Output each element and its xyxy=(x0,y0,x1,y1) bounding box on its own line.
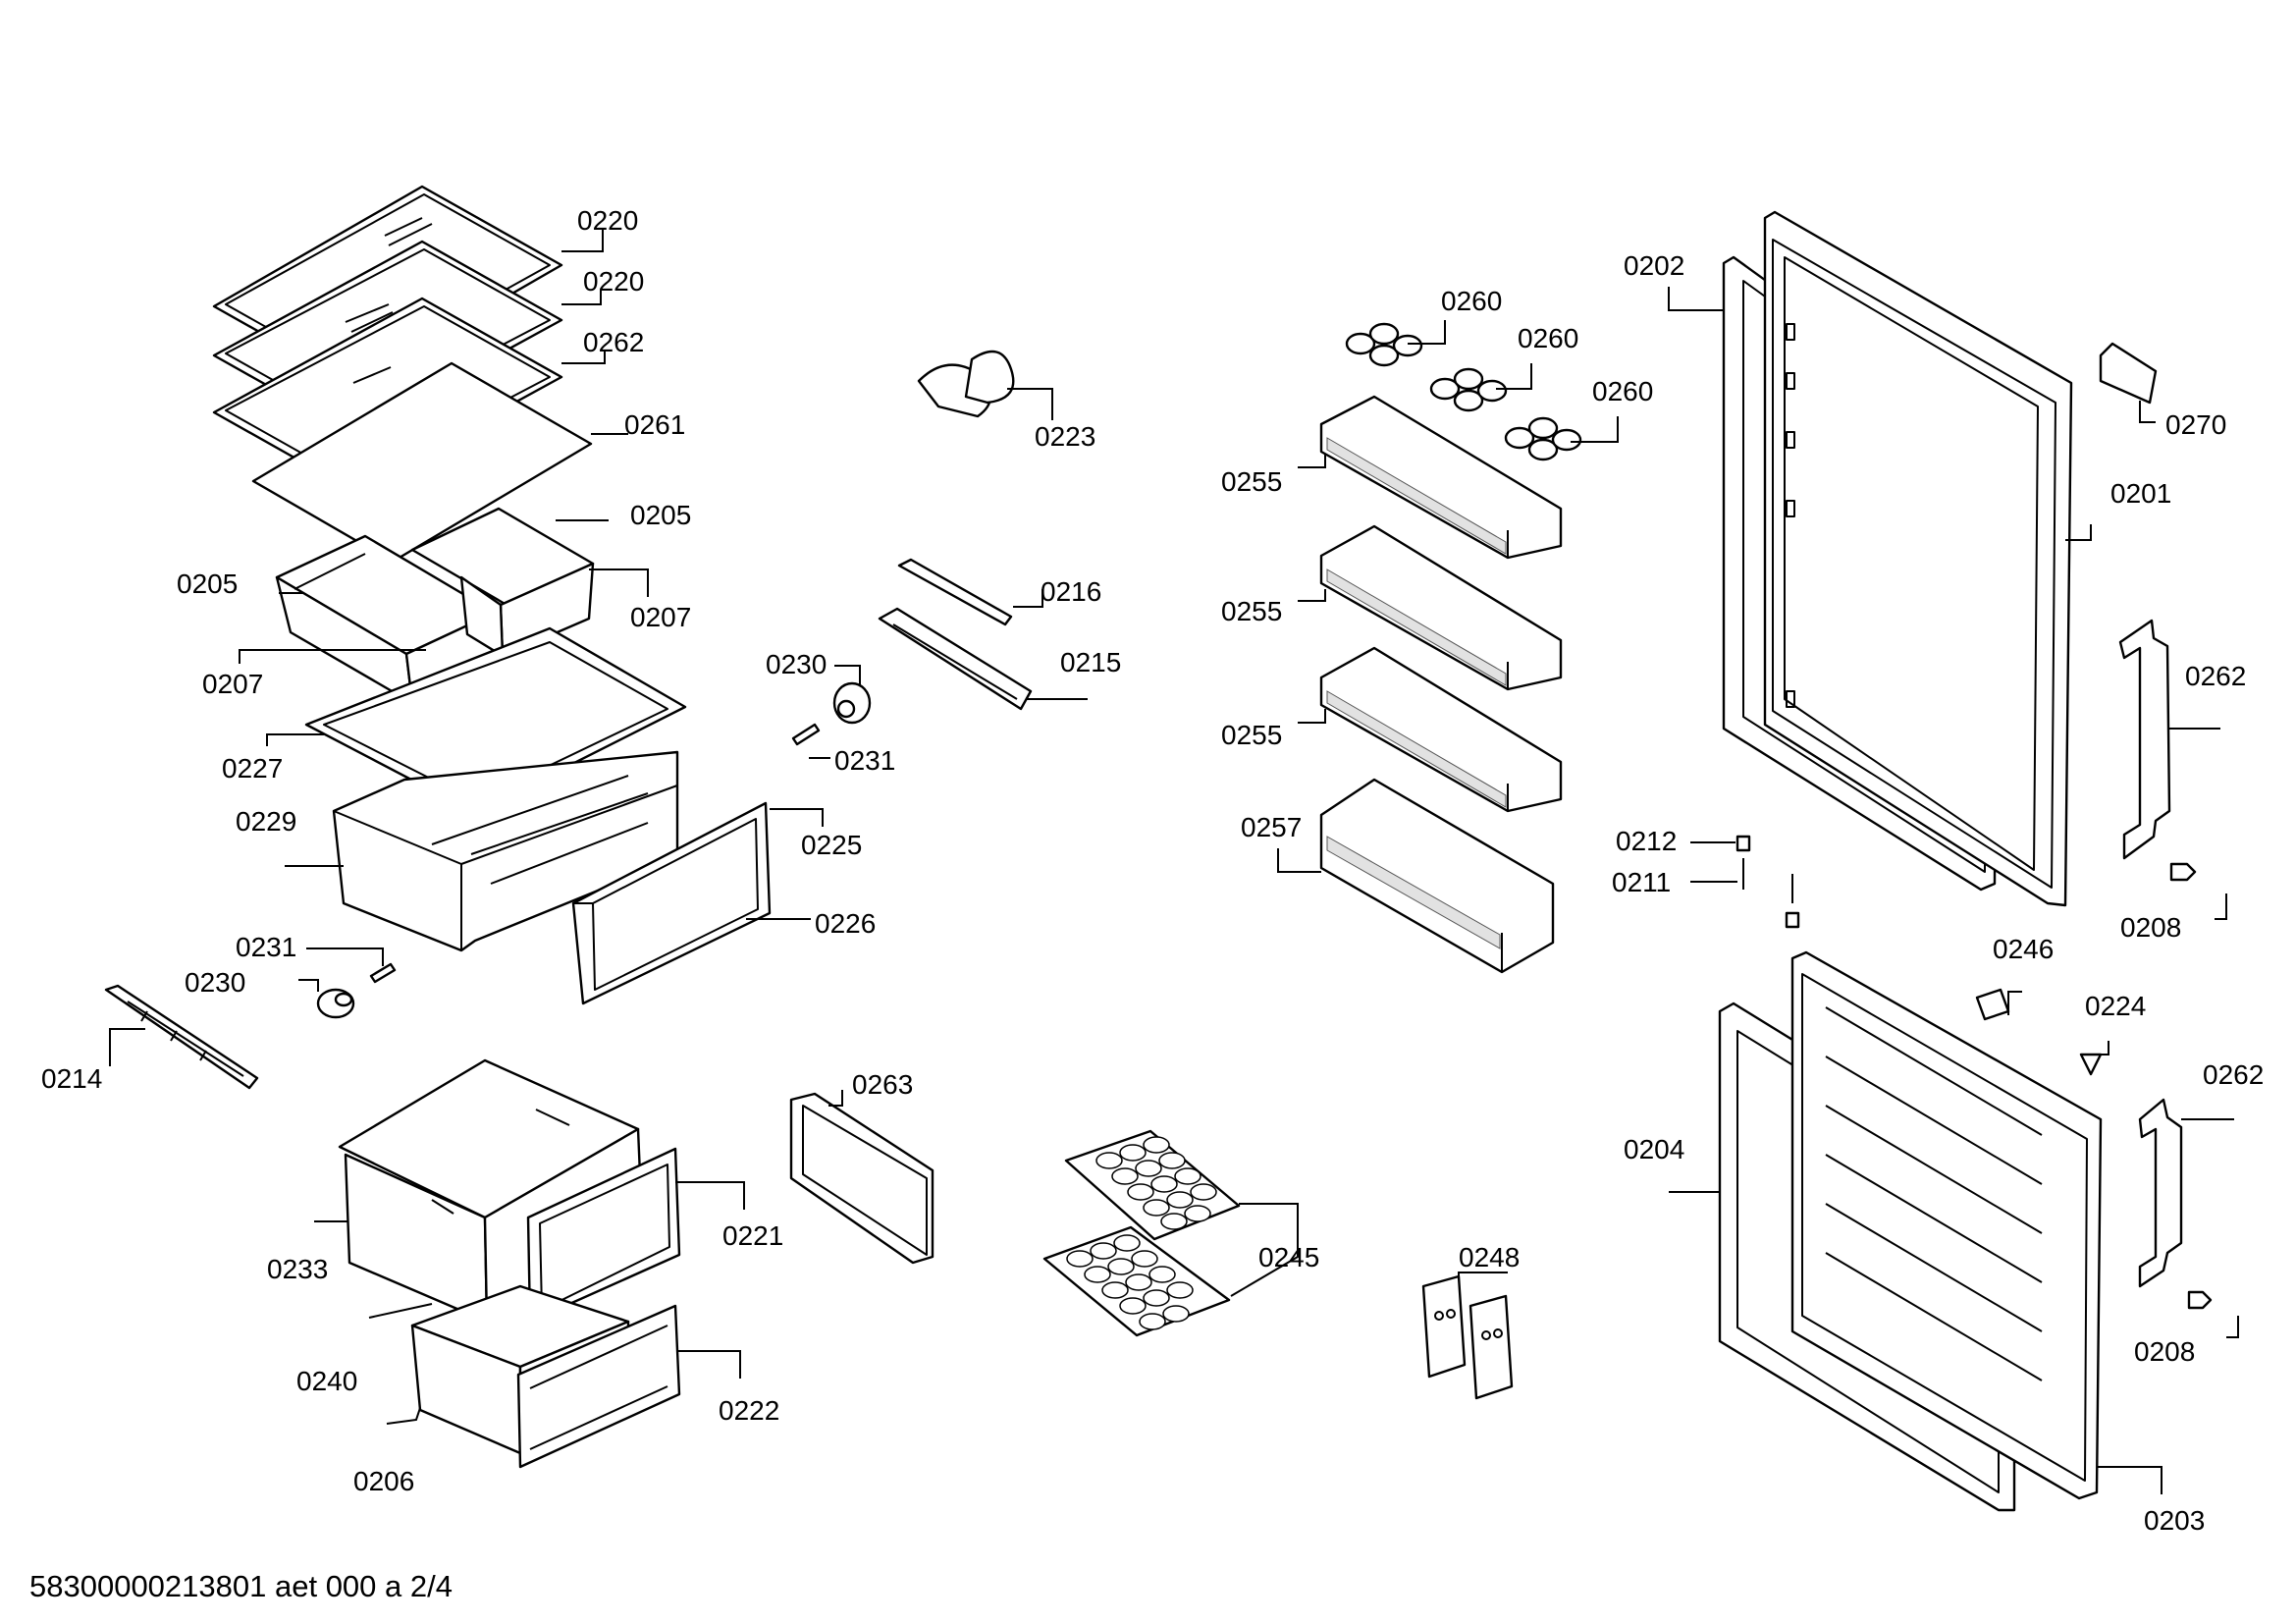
screw-0208-upper xyxy=(2169,862,2197,882)
callout-0230-middle: 0230 xyxy=(766,649,827,679)
callout-0223: 0223 xyxy=(1035,421,1095,452)
egg-tray-0260-3 xyxy=(1504,416,1582,461)
callout-0227: 0227 xyxy=(222,753,283,784)
rail-0215 xyxy=(878,607,1033,711)
callout-0260-2: 0260 xyxy=(1518,323,1578,353)
callout-0260-3: 0260 xyxy=(1592,376,1653,406)
axle-0231-middle xyxy=(791,723,821,746)
door-bin-0257 xyxy=(1319,778,1555,974)
door-bin-0255-1 xyxy=(1319,395,1563,560)
callout-0224: 0224 xyxy=(2085,991,2146,1021)
ice-tray-0245-bottom xyxy=(1042,1225,1231,1337)
roller-0230-left xyxy=(316,988,355,1019)
callout-0216: 0216 xyxy=(1041,576,1101,607)
document-footer-code: 58300000213801 aet 000 a 2/4 xyxy=(29,1569,453,1603)
callout-0230-left: 0230 xyxy=(185,967,245,998)
door-bin-0255-3 xyxy=(1319,646,1563,813)
divider-0263 xyxy=(789,1092,934,1265)
callout-0205-left: 0205 xyxy=(177,568,238,599)
callout-0262-upper: 0262 xyxy=(2185,661,2246,691)
callout-0262-lower: 0262 xyxy=(2203,1059,2264,1090)
callout-0206: 0206 xyxy=(353,1466,414,1496)
callout-0203: 0203 xyxy=(2144,1505,2205,1536)
hinge-cover-0223 xyxy=(917,350,1015,418)
handle-0262-upper xyxy=(2118,619,2171,860)
leader-lines xyxy=(109,230,2239,1494)
callout-0212: 0212 xyxy=(1616,826,1677,856)
callout-0202: 0202 xyxy=(1624,250,1684,281)
callout-0229: 0229 xyxy=(236,806,296,837)
callout-0207-right: 0207 xyxy=(630,602,691,632)
screw-0208-lower xyxy=(2187,1290,2213,1310)
callout-0231-left: 0231 xyxy=(236,932,296,962)
callout-0270: 0270 xyxy=(2165,409,2226,440)
callout-0226: 0226 xyxy=(815,908,876,939)
callout-0240: 0240 xyxy=(296,1366,357,1396)
axle-0231-left xyxy=(369,962,397,984)
crisper-drawer-0229 xyxy=(332,750,679,952)
hinge-pin-0212 xyxy=(1735,835,1751,852)
callout-0233: 0233 xyxy=(267,1254,328,1284)
freezer-front-0222 xyxy=(516,1304,681,1469)
shelf-cover-0261 xyxy=(251,361,593,564)
egg-tray-0260-2 xyxy=(1429,367,1508,412)
hinge-screw-0211-b xyxy=(1785,874,1800,929)
callout-0220-second: 0220 xyxy=(583,266,644,297)
callout-0201: 0201 xyxy=(2110,478,2171,509)
handle-0262-lower xyxy=(2138,1098,2183,1288)
callout-0248: 0248 xyxy=(1459,1242,1520,1272)
crisper-front-0226 xyxy=(571,801,772,1005)
strip-0216 xyxy=(897,558,1013,626)
rail-0214 xyxy=(104,984,259,1090)
hinge-cover-0246 xyxy=(1975,988,2010,1021)
callout-0205-right: 0205 xyxy=(630,500,691,530)
callout-0211: 0211 xyxy=(1612,867,1671,897)
control-module-0270 xyxy=(2099,342,2158,405)
callout-0220-top: 0220 xyxy=(577,205,638,236)
callout-0231-middle: 0231 xyxy=(834,745,895,776)
ice-tray-0245-top xyxy=(1064,1129,1241,1241)
callout-0207-left: 0207 xyxy=(202,669,263,699)
egg-tray-0260-1 xyxy=(1345,322,1423,367)
callout-0257: 0257 xyxy=(1241,812,1302,842)
freezer-front-0221 xyxy=(526,1147,681,1324)
callout-0204: 0204 xyxy=(1624,1134,1684,1164)
screw-0224 xyxy=(2079,1053,2103,1076)
callout-0225: 0225 xyxy=(801,830,862,860)
callout-0208-upper: 0208 xyxy=(2120,912,2181,943)
door-bin-0255-2 xyxy=(1319,524,1563,691)
callout-0261: 0261 xyxy=(624,409,685,440)
roller-0230-middle xyxy=(832,681,872,725)
freezer-door-0203 xyxy=(1790,950,2103,1500)
callout-0255-2: 0255 xyxy=(1221,596,1282,626)
callout-0263: 0263 xyxy=(852,1069,913,1100)
callout-0262-shelf: 0262 xyxy=(583,327,644,357)
callout-0215: 0215 xyxy=(1060,647,1121,677)
callout-0222: 0222 xyxy=(719,1395,779,1426)
callout-0221: 0221 xyxy=(722,1220,783,1251)
callout-0246: 0246 xyxy=(1993,934,2054,964)
callout-0260-1: 0260 xyxy=(1441,286,1502,316)
callout-0255-3: 0255 xyxy=(1221,720,1282,750)
fridge-door-0201 xyxy=(1763,210,2073,907)
callout-0208-lower: 0208 xyxy=(2134,1336,2195,1367)
callout-0255-1: 0255 xyxy=(1221,466,1282,497)
cool-pack-0248 xyxy=(1421,1274,1514,1400)
callout-0214: 0214 xyxy=(41,1063,102,1094)
callout-0245: 0245 xyxy=(1258,1242,1319,1272)
callout-labels: 0220 0220 0262 0261 0205 0205 0207 0207 … xyxy=(41,205,2264,1536)
